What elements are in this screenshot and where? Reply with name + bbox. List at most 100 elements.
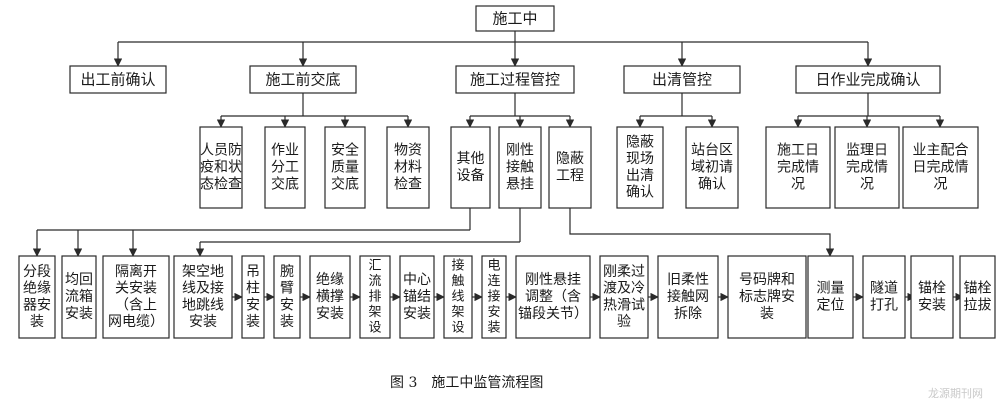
task-node-8-text: 设 bbox=[368, 321, 381, 336]
root-node-text: 施工中 bbox=[492, 10, 537, 28]
briefing-node-4-text: 物资 bbox=[394, 143, 422, 159]
task-node-5-text: 安 bbox=[246, 297, 260, 313]
level1-node-2-frame bbox=[249, 65, 357, 94]
task-node-3-text: 关安装 bbox=[115, 281, 157, 297]
task-node-1-text: 器安 bbox=[23, 297, 51, 313]
task-node-10-frame bbox=[443, 255, 473, 339]
task-node-16-text: 测量 bbox=[817, 281, 845, 297]
task-node-1-text: 装 bbox=[30, 314, 44, 330]
daily-node-3-text: 业主配合 bbox=[913, 143, 969, 159]
briefing-node-4-frame bbox=[386, 126, 430, 209]
level1-node-5: 日作业完成确认 bbox=[795, 65, 941, 94]
level1-node-3: 施工过程管控 bbox=[455, 65, 575, 94]
clearance-node-2-text: 确认 bbox=[698, 176, 726, 192]
task-node-1-text: 分段 bbox=[23, 264, 51, 280]
task-node-15-text: 装 bbox=[760, 306, 774, 322]
task-node-11-text: 装 bbox=[487, 321, 500, 336]
process-group-node-3-text: 隐蔽 bbox=[556, 151, 584, 167]
task-node-8-text: 汇 bbox=[368, 258, 381, 273]
clearance-node-1-text: 确认 bbox=[626, 185, 654, 201]
task-node-5-frame bbox=[241, 255, 265, 339]
process-group-node-2-text: 接触 bbox=[506, 159, 534, 176]
daily-node-1-text: 施工日 bbox=[777, 143, 819, 159]
level1-node-1-frame bbox=[69, 65, 167, 94]
daily-node-2-frame bbox=[834, 126, 900, 209]
task-node-18-text: 锚栓 bbox=[918, 281, 946, 297]
task-node-19-frame bbox=[959, 255, 996, 339]
task-node-3-text: （含上 bbox=[115, 297, 157, 313]
task-node-7-text: 安装 bbox=[316, 306, 344, 322]
task-node-2-text: 流箱 bbox=[65, 289, 93, 305]
task-node-11-text: 接 bbox=[487, 289, 500, 305]
task-node-9-frame bbox=[399, 255, 435, 339]
task-node-12-frame bbox=[515, 255, 591, 339]
level1-node-3-frame bbox=[455, 65, 575, 94]
task-node-8-text: 排 bbox=[368, 290, 381, 305]
briefing-node-1-text: 疫和状 bbox=[200, 160, 242, 176]
briefing-node-3-frame bbox=[324, 126, 366, 209]
task-node-9-text: 中心 bbox=[403, 272, 431, 288]
level1-node-4-text: 出清管控 bbox=[652, 71, 712, 89]
task-node-12-text: 锚段关节） bbox=[518, 306, 588, 322]
level1-node-5-text: 日作业完成确认 bbox=[815, 71, 920, 89]
figure-caption: 图 3 施工中监管流程图 bbox=[390, 375, 543, 391]
task-node-5-text: 装 bbox=[246, 314, 260, 330]
task-node-13-text: 验 bbox=[617, 314, 631, 330]
daily-node-1-frame bbox=[765, 126, 831, 209]
task-node-8-text: 架 bbox=[368, 305, 381, 320]
process-group-node-1-text: 其他 bbox=[457, 151, 485, 167]
process-group-node-3-frame bbox=[548, 126, 592, 209]
root-node: 施工中 bbox=[475, 5, 555, 32]
task-node-17-text: 打孔 bbox=[870, 296, 898, 313]
briefing-node-2-text: 分工 bbox=[271, 160, 299, 176]
level1-node-1: 出工前确认 bbox=[69, 65, 167, 94]
task-node-19-text: 锚栓 bbox=[964, 281, 992, 297]
clearance-node-2-text: 域初请 bbox=[691, 159, 733, 176]
clearance-node-2-frame bbox=[685, 126, 739, 209]
task-node-7-text: 绝缘 bbox=[316, 272, 344, 288]
task-node-11-text: 连 bbox=[487, 273, 500, 289]
task-node-2-frame bbox=[61, 255, 97, 339]
task-node-14-text: 旧柔性 bbox=[667, 272, 709, 288]
daily-node-3-text: 况 bbox=[934, 176, 948, 192]
daily-node-2-text: 完成情 bbox=[846, 160, 888, 176]
task-node-1-text: 绝缘 bbox=[23, 281, 51, 297]
daily-node-3-text: 日完成情 bbox=[913, 160, 969, 176]
task-node-4-frame bbox=[173, 255, 233, 339]
task-node-18-frame bbox=[910, 255, 954, 339]
task-node-15-frame bbox=[727, 255, 807, 339]
task-node-8-text: 流 bbox=[368, 274, 381, 289]
level1-node-2-text: 施工前交底 bbox=[265, 71, 340, 89]
process-group-node-2-text: 悬挂 bbox=[506, 176, 534, 192]
clearance-node-1-frame bbox=[616, 126, 664, 209]
task-node-6-text: 臂 bbox=[280, 281, 294, 297]
briefing-node-2-text: 作业 bbox=[271, 143, 299, 159]
level1-node-1-text: 出工前确认 bbox=[80, 71, 155, 89]
briefing-node-1-text: 人员防 bbox=[200, 143, 242, 159]
task-node-1-frame bbox=[18, 255, 56, 339]
level1-node-2: 施工前交底 bbox=[249, 65, 357, 94]
task-node-14-text: 拆除 bbox=[674, 306, 702, 322]
clearance-node-1-text: 隐蔽 bbox=[626, 134, 654, 150]
level1-node-5-frame bbox=[795, 65, 941, 94]
daily-node-2-text: 况 bbox=[860, 176, 874, 192]
task-node-10-text: 触 bbox=[451, 274, 464, 289]
watermark: 龙源期刊网 bbox=[928, 386, 983, 400]
task-node-12-text: 刚性悬挂 bbox=[525, 272, 581, 288]
